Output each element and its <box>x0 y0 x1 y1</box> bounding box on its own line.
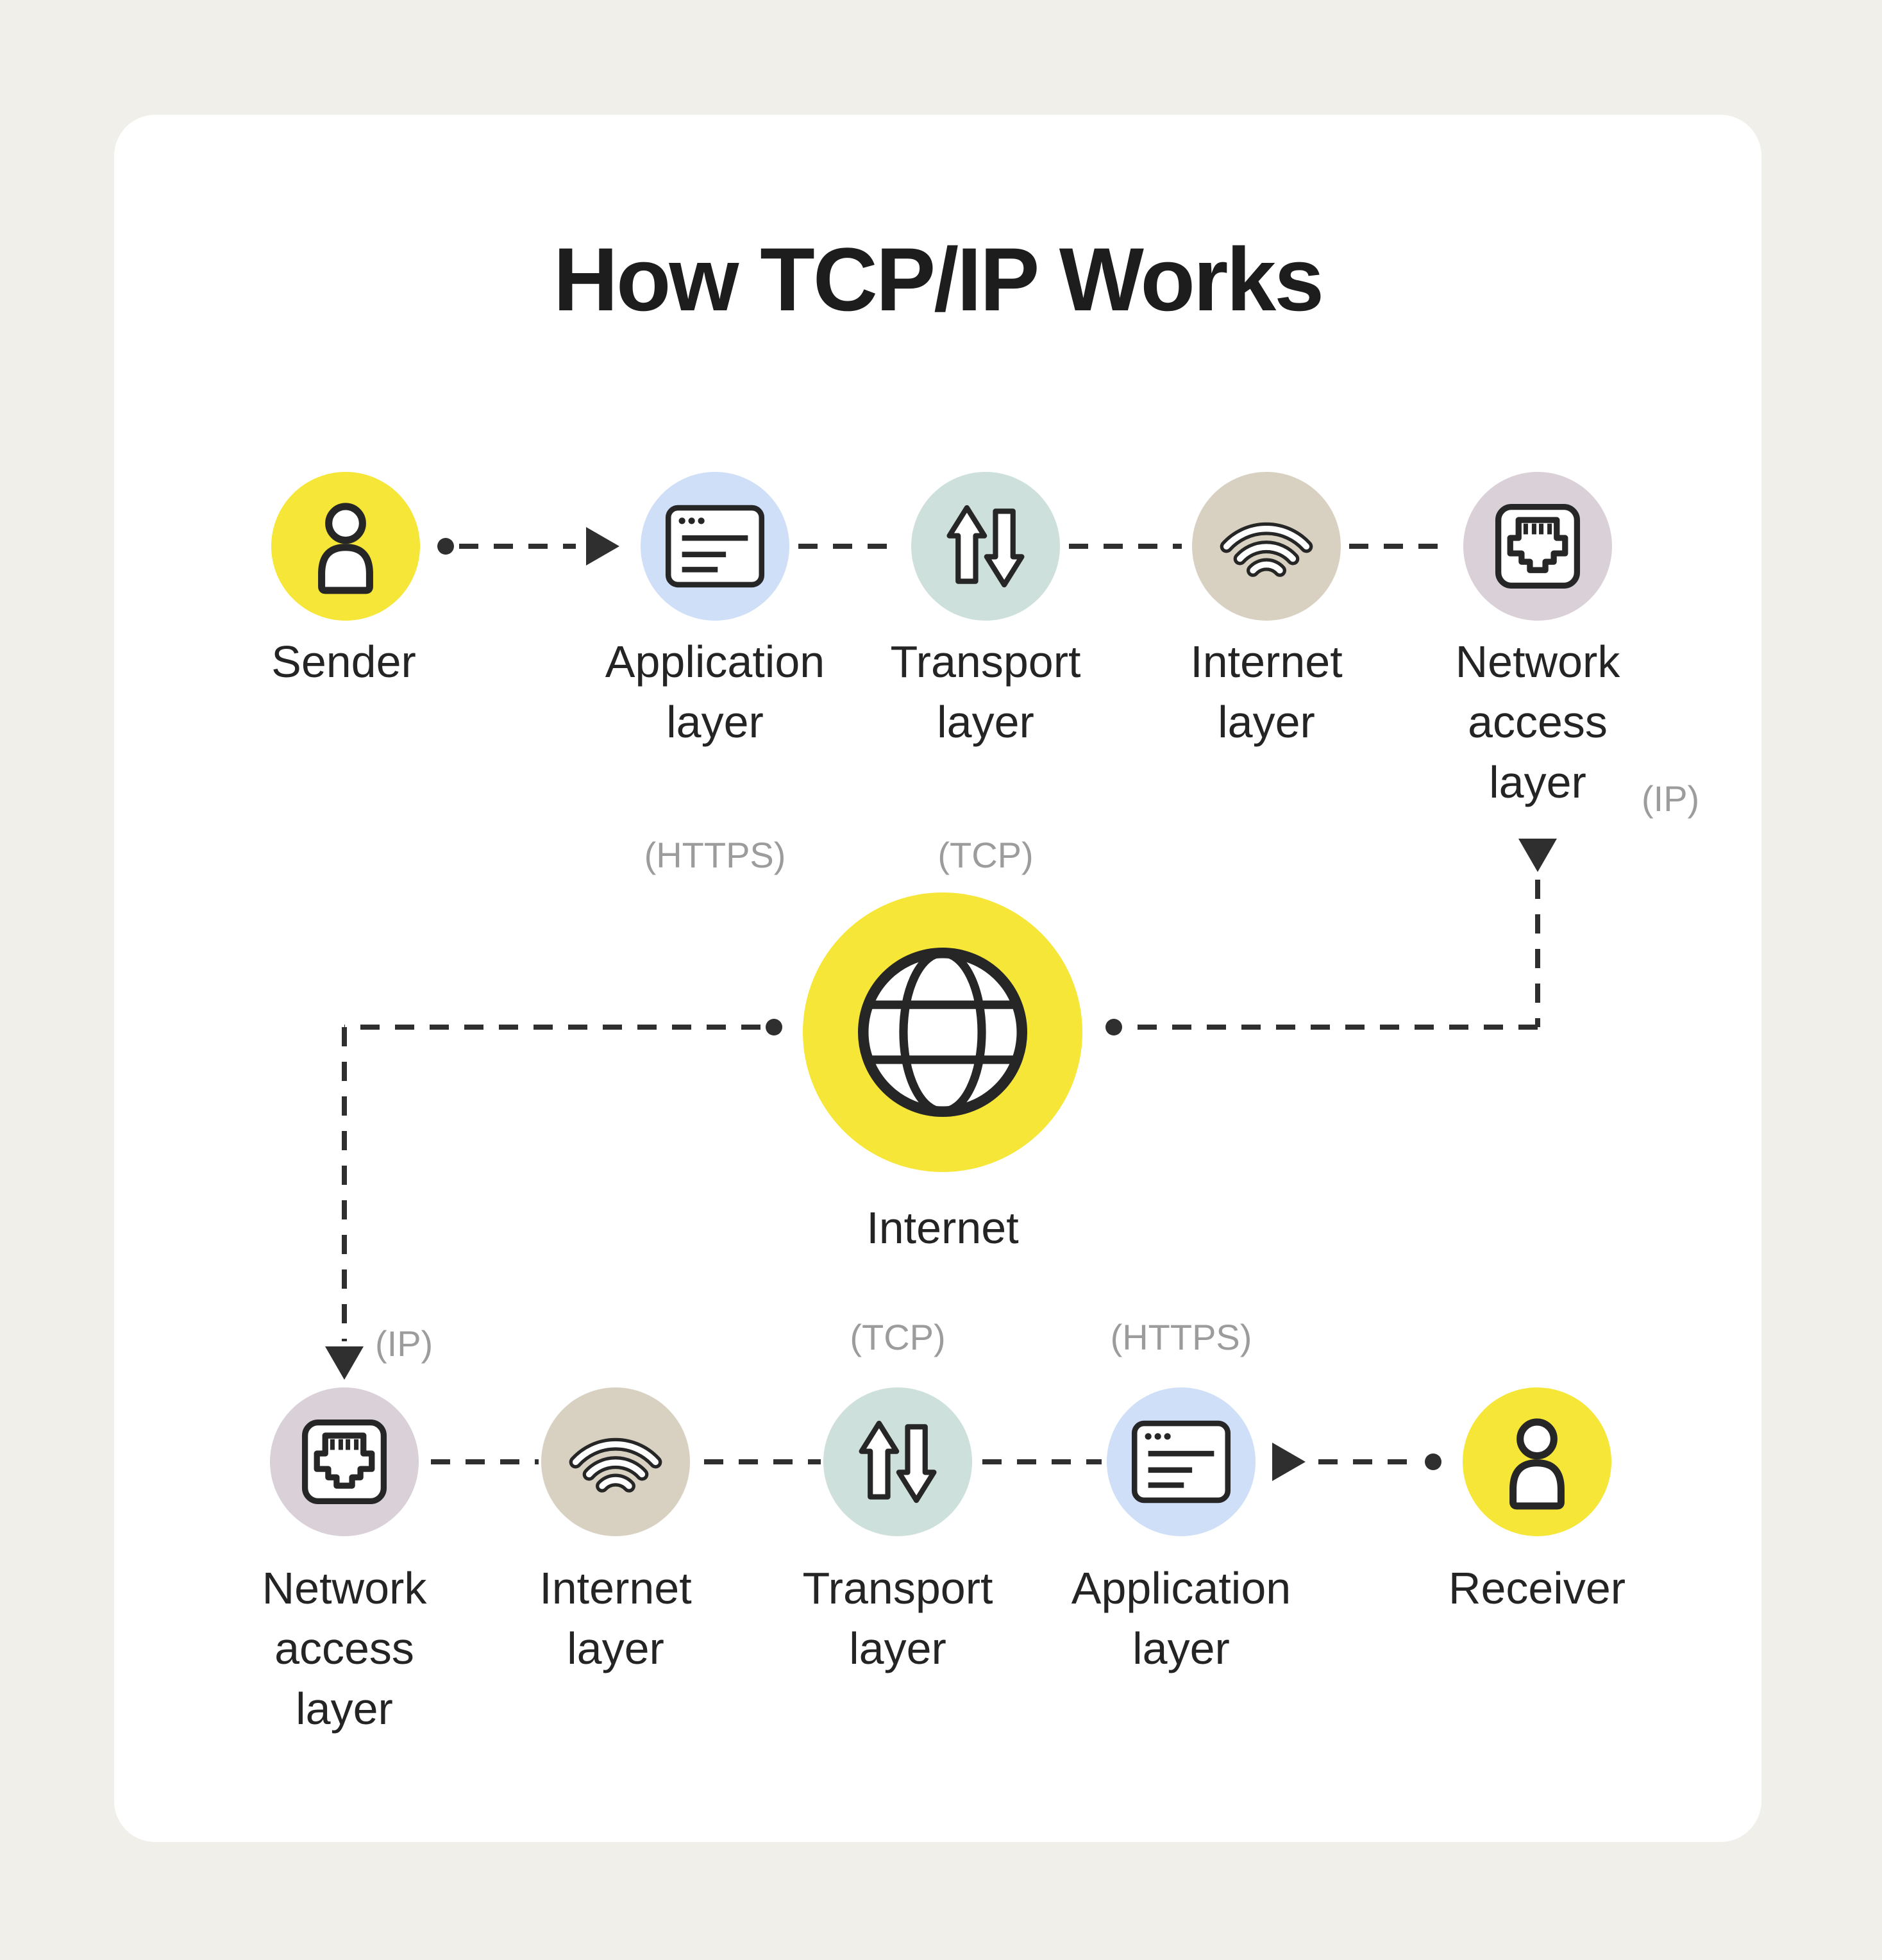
network-access-layer-label-bottom: Network access layer <box>262 1563 427 1734</box>
ethernet-port-icon <box>301 1419 387 1505</box>
node-transport-layer-bottom <box>823 1387 972 1536</box>
line-start-dot <box>766 1019 782 1035</box>
node-receiver <box>1463 1387 1611 1536</box>
https-protocol-label-top: (HTTPS) <box>644 835 786 875</box>
arrowhead-right-icon <box>586 527 619 565</box>
globe-icon <box>858 948 1027 1117</box>
receiver-label: Receiver <box>1448 1563 1626 1613</box>
node-internet-layer-bottom <box>541 1387 690 1536</box>
wifi-icon <box>569 1437 662 1493</box>
https-protocol-label-bottom: (HTTPS) <box>1110 1317 1252 1357</box>
transport-layer-label-top: Transport layer <box>890 637 1081 747</box>
arrowhead-down-icon <box>1518 839 1557 872</box>
application-layer-label-bottom: Application layer <box>1071 1563 1291 1673</box>
arrowhead-down-icon <box>325 1346 364 1380</box>
tcp-protocol-label-top: (TCP) <box>937 835 1034 875</box>
internet-layer-label-top: Internet layer <box>1190 637 1343 747</box>
node-transport-layer-top <box>911 472 1060 621</box>
browser-window-icon <box>665 505 765 588</box>
tcp-protocol-label-bottom: (TCP) <box>850 1317 946 1357</box>
line-end-dot <box>1105 1019 1122 1035</box>
node-sender <box>271 472 420 621</box>
ip-protocol-label-bottom: (IP) <box>375 1323 433 1364</box>
ethernet-port-icon <box>1495 503 1581 589</box>
node-network-access-layer-top <box>1463 472 1612 621</box>
node-network-access-layer-bottom <box>270 1387 419 1536</box>
transport-layer-label-bottom: Transport layer <box>802 1563 993 1673</box>
node-application-layer-top <box>641 472 789 621</box>
browser-window-icon <box>1131 1420 1231 1504</box>
person-icon <box>318 503 373 594</box>
network-access-layer-label-top: Network access layer <box>1455 637 1620 807</box>
wifi-icon <box>1220 522 1313 577</box>
internet-layer-label-bottom: Internet layer <box>539 1563 692 1673</box>
line-start-dot <box>437 538 454 555</box>
node-application-layer-bottom <box>1107 1387 1256 1536</box>
internet-hub-label: Internet <box>866 1203 1019 1253</box>
arrowhead-right-icon <box>1272 1443 1306 1481</box>
application-layer-label-top: Application layer <box>605 637 825 747</box>
person-icon <box>1509 1418 1565 1510</box>
page-title: How TCP/IP Works <box>553 229 1324 330</box>
up-down-arrows-icon <box>859 1420 937 1504</box>
line-end-dot <box>1425 1453 1441 1470</box>
node-internet-hub <box>803 892 1082 1172</box>
up-down-arrows-icon <box>946 505 1025 588</box>
node-internet-layer-top <box>1192 472 1341 621</box>
sender-label: Sender <box>271 637 416 687</box>
ip-protocol-label-top: (IP) <box>1642 778 1700 819</box>
